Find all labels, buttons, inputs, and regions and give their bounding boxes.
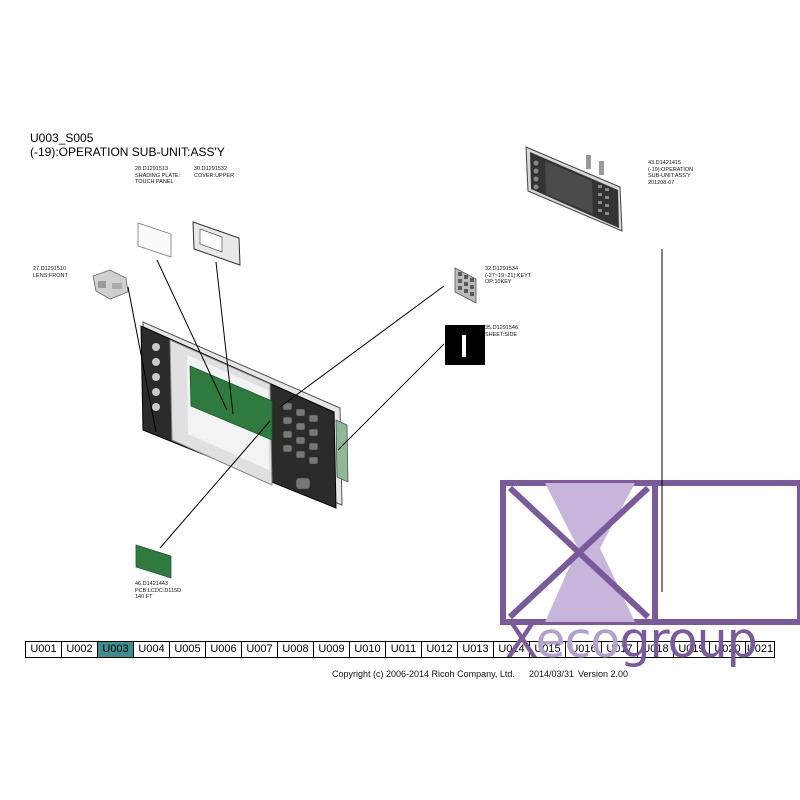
callout-32: 32.D1291534 (-27~19~21):KEYT OP:10KEY xyxy=(485,266,532,285)
nav-tab-u017[interactable]: U017 xyxy=(601,641,638,658)
leader-lines xyxy=(127,259,445,549)
nav-tab-u007[interactable]: U007 xyxy=(241,641,278,658)
nav-tab-u016[interactable]: U016 xyxy=(565,641,602,658)
watermark-eco: eco xyxy=(535,612,620,669)
lens-front-part xyxy=(92,269,129,300)
copyright-text: Copyright (c) 2006-2014 Ricoh Company, L… xyxy=(332,669,515,679)
callout-27: 27.D1291510 LENS:FRONT xyxy=(33,266,68,279)
date-text: 2014/03/31 xyxy=(528,669,574,679)
pcb-lcdc-part xyxy=(135,544,172,579)
sheet-side-part xyxy=(445,325,485,365)
cover-upper-part xyxy=(192,221,241,266)
callout-46: 46.D1421443 PCB:LCDC:D115D 140 FT xyxy=(135,581,182,600)
main-panel-assembly xyxy=(140,321,349,509)
watermark-text: Xecogroup xyxy=(505,612,758,669)
nav-tab-u010[interactable]: U010 xyxy=(349,641,386,658)
watermark-x: X xyxy=(505,612,536,669)
nav-tab-u008[interactable]: U008 xyxy=(277,641,314,658)
nav-tab-u004[interactable]: U004 xyxy=(133,641,170,658)
version-text: Version 2.00 xyxy=(577,669,629,679)
callout-43: 43.D1421415 (-19):OPERATION SUB-UNIT:ASS… xyxy=(648,160,694,186)
nav-tab-u012[interactable]: U012 xyxy=(421,641,458,658)
nav-tab-u011[interactable]: U011 xyxy=(385,641,422,658)
page-code: U003_S005 xyxy=(30,131,94,145)
keytop-10key-part xyxy=(454,267,477,304)
nav-tab-u021[interactable]: U021 xyxy=(745,641,775,658)
callout-35: 35.D1291546 SHEET:SIDE xyxy=(485,325,519,338)
nav-tab-u020[interactable]: U020 xyxy=(709,641,746,658)
nav-tab-u019[interactable]: U019 xyxy=(673,641,710,658)
nav-tab-u006[interactable]: U006 xyxy=(205,641,242,658)
shading-plate-part xyxy=(137,222,172,258)
callout-28: 28.D1291513 SHADING PLATE: TOUCH PANEL xyxy=(135,166,181,185)
nav-tab-u009[interactable]: U009 xyxy=(313,641,350,658)
nav-tab-u001[interactable]: U001 xyxy=(25,641,62,658)
nav-tab-u005[interactable]: U005 xyxy=(169,641,206,658)
callout-30: 30.D1291532 COVER:UPPER xyxy=(194,166,235,179)
watermark-logo xyxy=(500,480,800,625)
page-title: (-19):OPERATION SUB-UNIT:ASS'Y xyxy=(30,145,225,159)
watermark-group: group xyxy=(619,612,757,669)
nav-tab-u002[interactable]: U002 xyxy=(61,641,98,658)
footer: Copyright (c) 2006-2014 Ricoh Company, L… xyxy=(332,669,642,679)
nav-tab-u014[interactable]: U014 xyxy=(493,641,530,658)
unit-nav-bar: U001 U002 U003 U004 U005 U006 U007 U008 … xyxy=(25,641,775,658)
nav-tab-u013[interactable]: U013 xyxy=(457,641,494,658)
nav-tab-u003[interactable]: U003 xyxy=(97,641,134,658)
assembled-unit-image xyxy=(525,146,623,232)
